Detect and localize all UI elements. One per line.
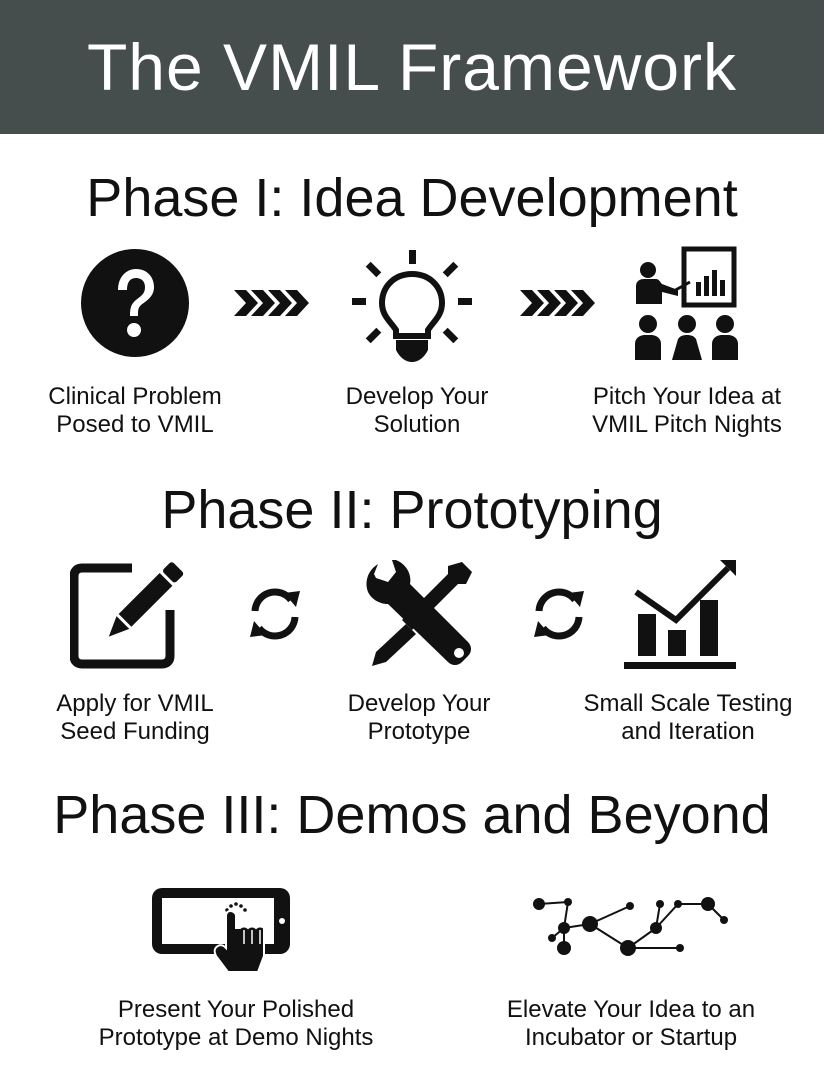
lightbulb-icon [352,250,472,364]
step-develop-prototype: Develop Your Prototype [304,690,534,746]
step-label-line2: Prototype [367,718,471,745]
question-icon [80,248,190,358]
tools-icon [362,556,478,668]
step-label-line1: Clinical Problem [48,383,222,410]
step-label-line1: Develop Your [345,383,489,410]
step-label-line1: Small Scale Testing [583,690,793,717]
cycle-icon [246,585,304,643]
step-incubator-startup: Elevate Your Idea to an Incubator or Sta… [466,996,796,1052]
cycle-icon [530,585,588,643]
step-testing-iteration: Small Scale Testing and Iteration [560,690,816,746]
page-title: The VMIL Framework [86,30,738,104]
step-seed-funding: Apply for VMIL Seed Funding [20,690,250,746]
growth-chart-icon [624,558,738,670]
step-label-line2: Solution [373,411,461,438]
network-icon [532,892,728,960]
step-label-line1: Develop Your [347,690,491,717]
step-clinical-problem: Clinical Problem Posed to VMIL [20,383,250,439]
step-pitch-idea: Pitch Your Idea at VMIL Pitch Nights [566,383,808,439]
step-label-line2: Posed to VMIL [56,411,214,438]
step-develop-solution: Develop Your Solution [302,383,532,439]
phase-1-title: Phase I: Idea Development [86,168,738,228]
step-label-line2: Prototype at Demo Nights [98,1024,374,1051]
edit-icon [70,560,186,670]
step-label-line1: Present Your Polished [117,996,355,1023]
step-label-line2: VMIL Pitch Nights [592,411,782,438]
tablet-touch-icon [150,884,294,976]
step-label-line2: and Iteration [621,718,755,745]
phase-2-title: Phase II: Prototyping [161,480,663,540]
chevron-arrows-icon [520,288,602,318]
step-label-line1: Pitch Your Idea at [592,383,782,410]
step-demo-nights: Present Your Polished Prototype at Demo … [62,996,410,1052]
header-banner: The VMIL Framework [0,0,824,134]
step-label-line1: Apply for VMIL [56,690,214,717]
chevron-arrows-icon [234,288,316,318]
step-label-line2: Seed Funding [60,718,210,745]
presentation-icon [634,246,740,360]
step-label-line2: Incubator or Startup [524,1024,738,1051]
step-label-line1: Elevate Your Idea to an [506,996,756,1023]
phase-3-title: Phase III: Demos and Beyond [53,785,771,845]
